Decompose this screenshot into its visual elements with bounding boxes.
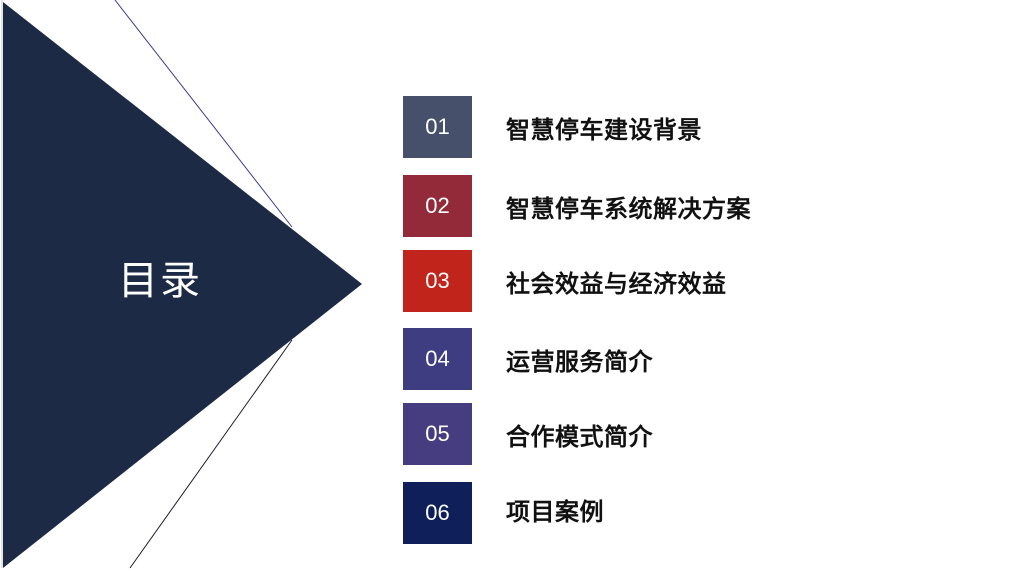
toc-number-badge: 03 [403,250,472,312]
bottom-diagonal-line [129,339,293,569]
toc-number-badge: 06 [403,482,472,544]
toc-number-badge: 05 [403,403,472,465]
toc-item-01[interactable]: 01 智慧停车建设背景 [403,96,823,158]
toc-number-badge: 04 [403,328,472,390]
toc-item-03[interactable]: 03 社会效益与经济效益 [403,250,823,312]
toc-item-label: 社会效益与经济效益 [506,269,727,298]
toc-item-04[interactable]: 04 运营服务简介 [403,328,823,390]
toc-item-06[interactable]: 06 项目案例 [403,482,823,544]
navy-triangle [3,2,362,568]
toc-item-label: 运营服务简介 [506,347,653,376]
toc-item-05[interactable]: 05 合作模式简介 [403,403,823,465]
page-title: 目录 [118,258,202,304]
toc-item-label: 合作模式简介 [506,422,653,451]
toc-item-02[interactable]: 02 智慧停车系统解决方案 [403,175,823,237]
toc-number-badge: 01 [403,96,472,158]
toc-number-badge: 02 [403,175,472,237]
toc-item-label: 项目案例 [506,497,604,526]
toc-item-label: 智慧停车系统解决方案 [506,194,751,223]
toc-item-label: 智慧停车建设背景 [506,115,702,144]
top-diagonal-line [114,0,293,228]
